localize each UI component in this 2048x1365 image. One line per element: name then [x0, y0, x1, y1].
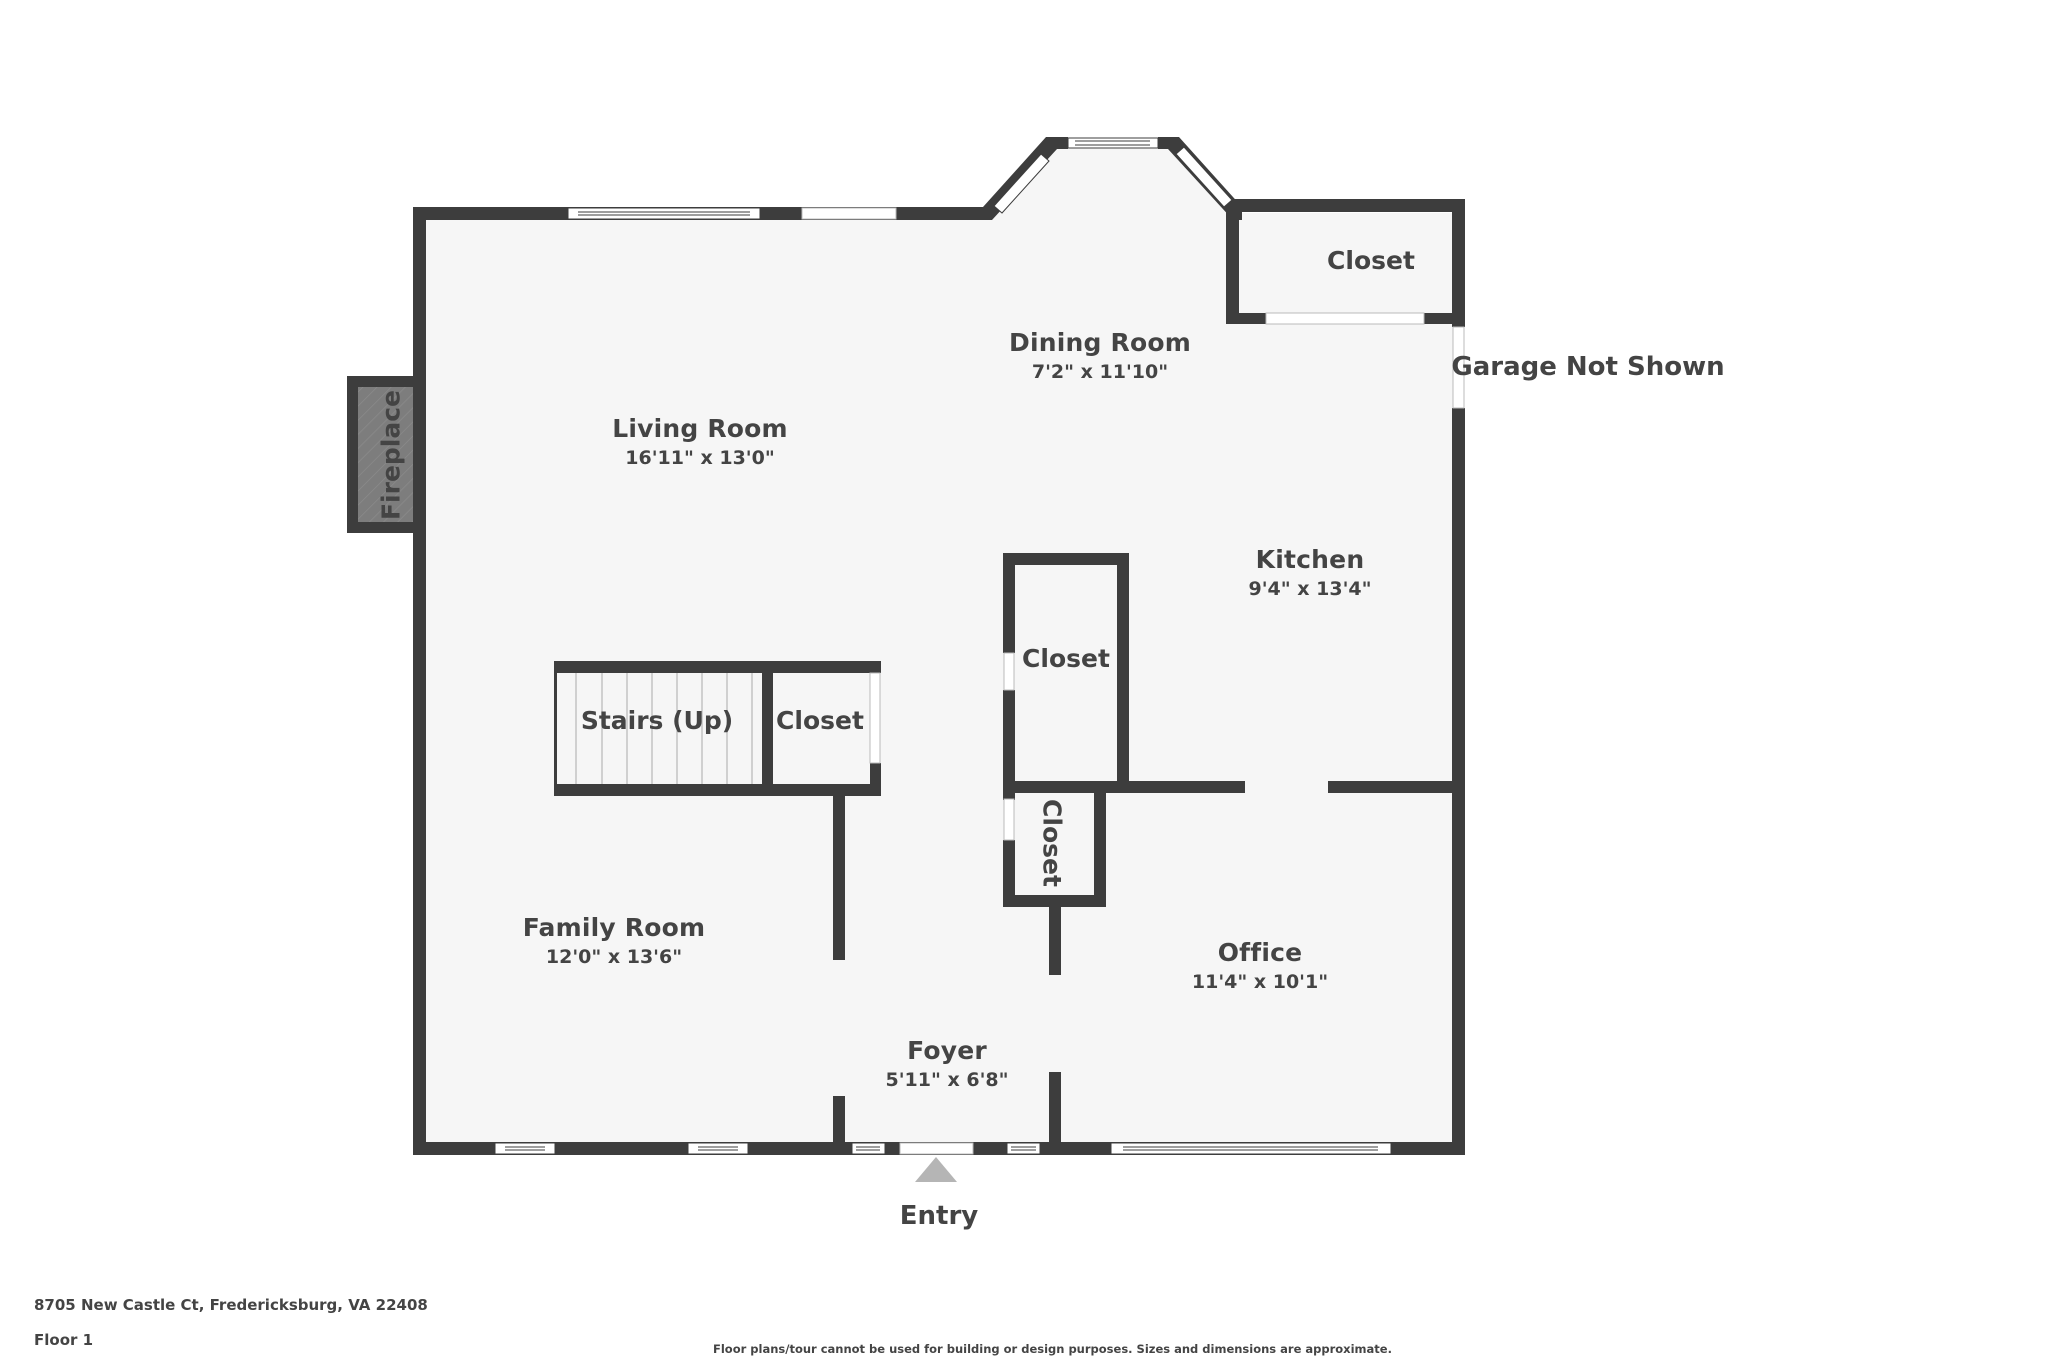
room-name: Foyer — [907, 1036, 987, 1065]
room-kitchen: Kitchen 9'4" x 13'4" — [1248, 545, 1371, 600]
room-dimensions: 12'0" x 13'6" — [545, 946, 683, 968]
stairs — [575, 673, 753, 784]
room-name: Office — [1217, 938, 1303, 967]
closet-top-label: Closet — [1327, 246, 1415, 275]
room-name: Kitchen — [1255, 545, 1365, 574]
room-dining-room: Dining Room 7'2" x 11'10" — [1009, 328, 1191, 383]
room-living-room: Living Room 16'11" x 13'0" — [612, 414, 788, 469]
room-name: Living Room — [612, 414, 788, 443]
entry-arrow-icon — [915, 1157, 957, 1182]
fireplace — [347, 376, 420, 533]
room-name: Family Room — [522, 913, 706, 942]
room-dimensions: 16'11" x 13'0" — [625, 447, 775, 469]
room-family-room: Family Room 12'0" x 13'6" — [523, 913, 706, 968]
floor-label: Floor 1 — [34, 1331, 94, 1349]
windows — [494, 137, 1465, 1155]
room-dimensions: 7'2" x 11'10" — [1031, 361, 1169, 383]
fireplace-label: Fireplace — [376, 389, 406, 521]
disclaimer: Floor plans/tour cannot be used for buil… — [713, 1342, 1392, 1356]
room-office: Office 11'4" x 10'1" — [1192, 938, 1328, 993]
interior-openings — [869, 652, 1015, 841]
room-foyer: Foyer 5'11" x 6'8" — [885, 1036, 1008, 1091]
floor-area — [420, 143, 1458, 1149]
room-name: Dining Room — [1009, 328, 1191, 357]
entry-label: Entry — [899, 1201, 979, 1231]
room-dimensions: 11'4" x 10'1" — [1191, 971, 1329, 993]
closet-stairs-label: Closet — [776, 706, 864, 735]
room-dimensions: 5'11" x 6'8" — [885, 1069, 1009, 1091]
closet-small-label: Closet — [1037, 799, 1067, 887]
interior-walls — [554, 553, 1458, 1146]
stairs-label: Stairs (Up) — [580, 706, 734, 735]
room-dimensions: 9'4" x 13'4" — [1248, 578, 1372, 600]
garage-note: Garage Not Shown — [1451, 352, 1725, 382]
closet-mid-label: Closet — [1022, 644, 1110, 673]
property-address: 8705 New Castle Ct, Fredericksburg, VA 2… — [34, 1296, 428, 1314]
